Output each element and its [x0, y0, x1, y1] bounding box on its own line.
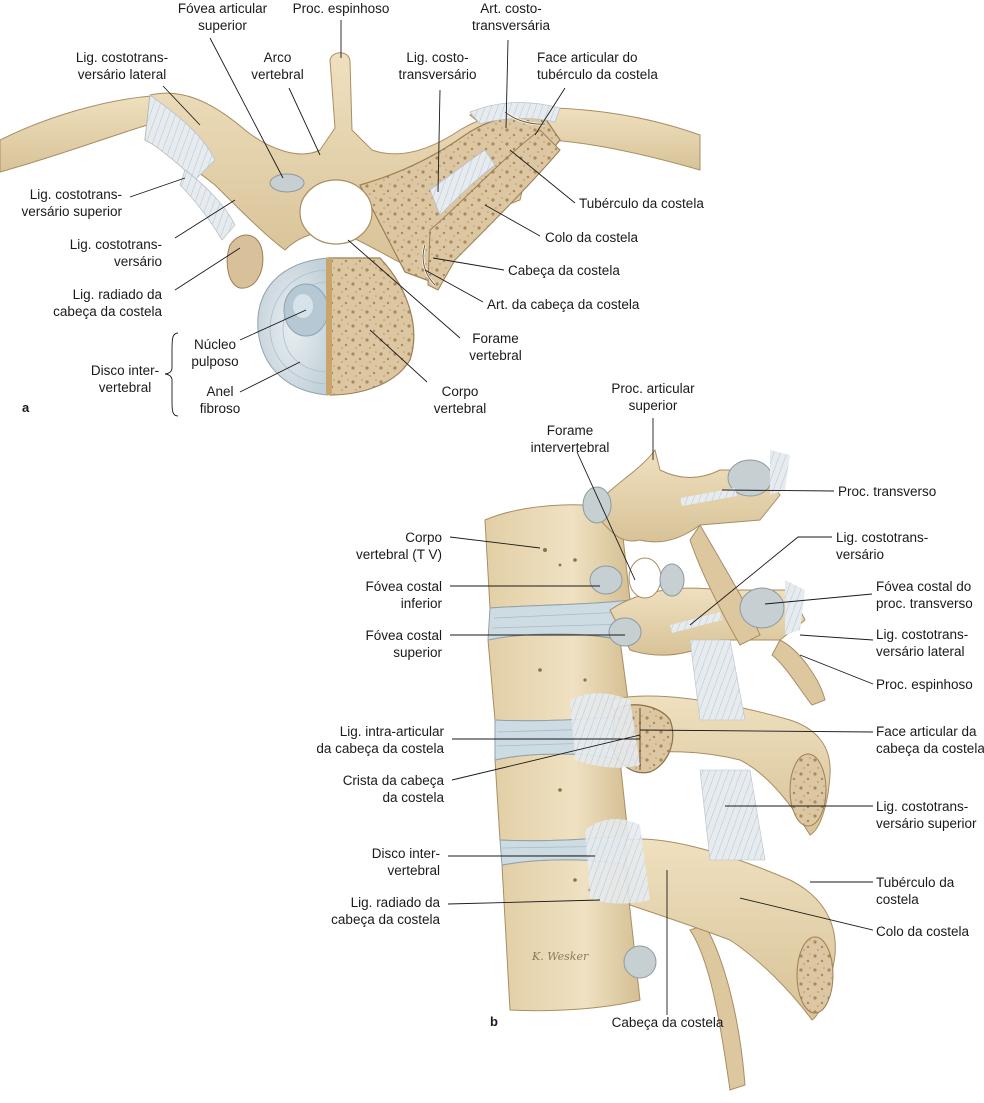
label-brace	[164, 332, 179, 417]
label-disco-intervertebral-b: Disco inter-vertebral	[371, 846, 440, 878]
label-art-costo-transversaria: Art. costo-transversária	[471, 1, 551, 33]
label-colo-da-costela-b: Colo da costela	[876, 924, 970, 939]
label-lig-costotransversario-a: Lig. costotrans-versário	[69, 237, 162, 269]
label-colo-da-costela-a: Colo da costela	[545, 230, 639, 245]
panel-letter-a: a	[22, 400, 30, 415]
label-cabeca-da-costela-b: Cabeça da costela	[611, 1015, 724, 1030]
label-tuberculo-da-costela-a: Tubérculo da costela	[579, 196, 704, 211]
label-lig-costotransversario-superior-a: Lig. costotrans-versário superior	[21, 187, 122, 219]
panel-b-drawing	[484, 448, 836, 1091]
label-proc-espinhoso-b: Proc. espinhoso	[876, 677, 973, 692]
label-cabeca-da-costela-a: Cabeça da costela	[508, 263, 620, 278]
label-lig-costotransversario-superior-b: Lig. costotrans-versário superior	[876, 799, 977, 831]
label-proc-espinhoso-a: Proc. espinhoso	[292, 1, 390, 16]
label-lig-costotransversario-b: Lig. costotrans-versário	[836, 530, 929, 562]
artist-signature: K. Wesker	[531, 950, 589, 963]
leader-lines	[129, 20, 874, 1015]
label-lig-costotransversario-lateral-a: Lig. costotrans-versário lateral	[75, 50, 169, 82]
label-lig-costotransversario-lateral-b: Lig. costotrans-versário lateral	[876, 627, 969, 659]
label-lig-costo-transversario: Lig. costo-transversário	[398, 50, 477, 82]
label-art-cabeca-costela: Art. da cabeça da costela	[487, 297, 640, 312]
panel-letter-b: b	[490, 1014, 498, 1029]
label-proc-transverso: Proc. transverso	[838, 484, 937, 499]
label-disco-intervertebral-a: Disco inter-vertebral	[90, 363, 160, 395]
panel-a-drawing	[0, 52, 701, 396]
